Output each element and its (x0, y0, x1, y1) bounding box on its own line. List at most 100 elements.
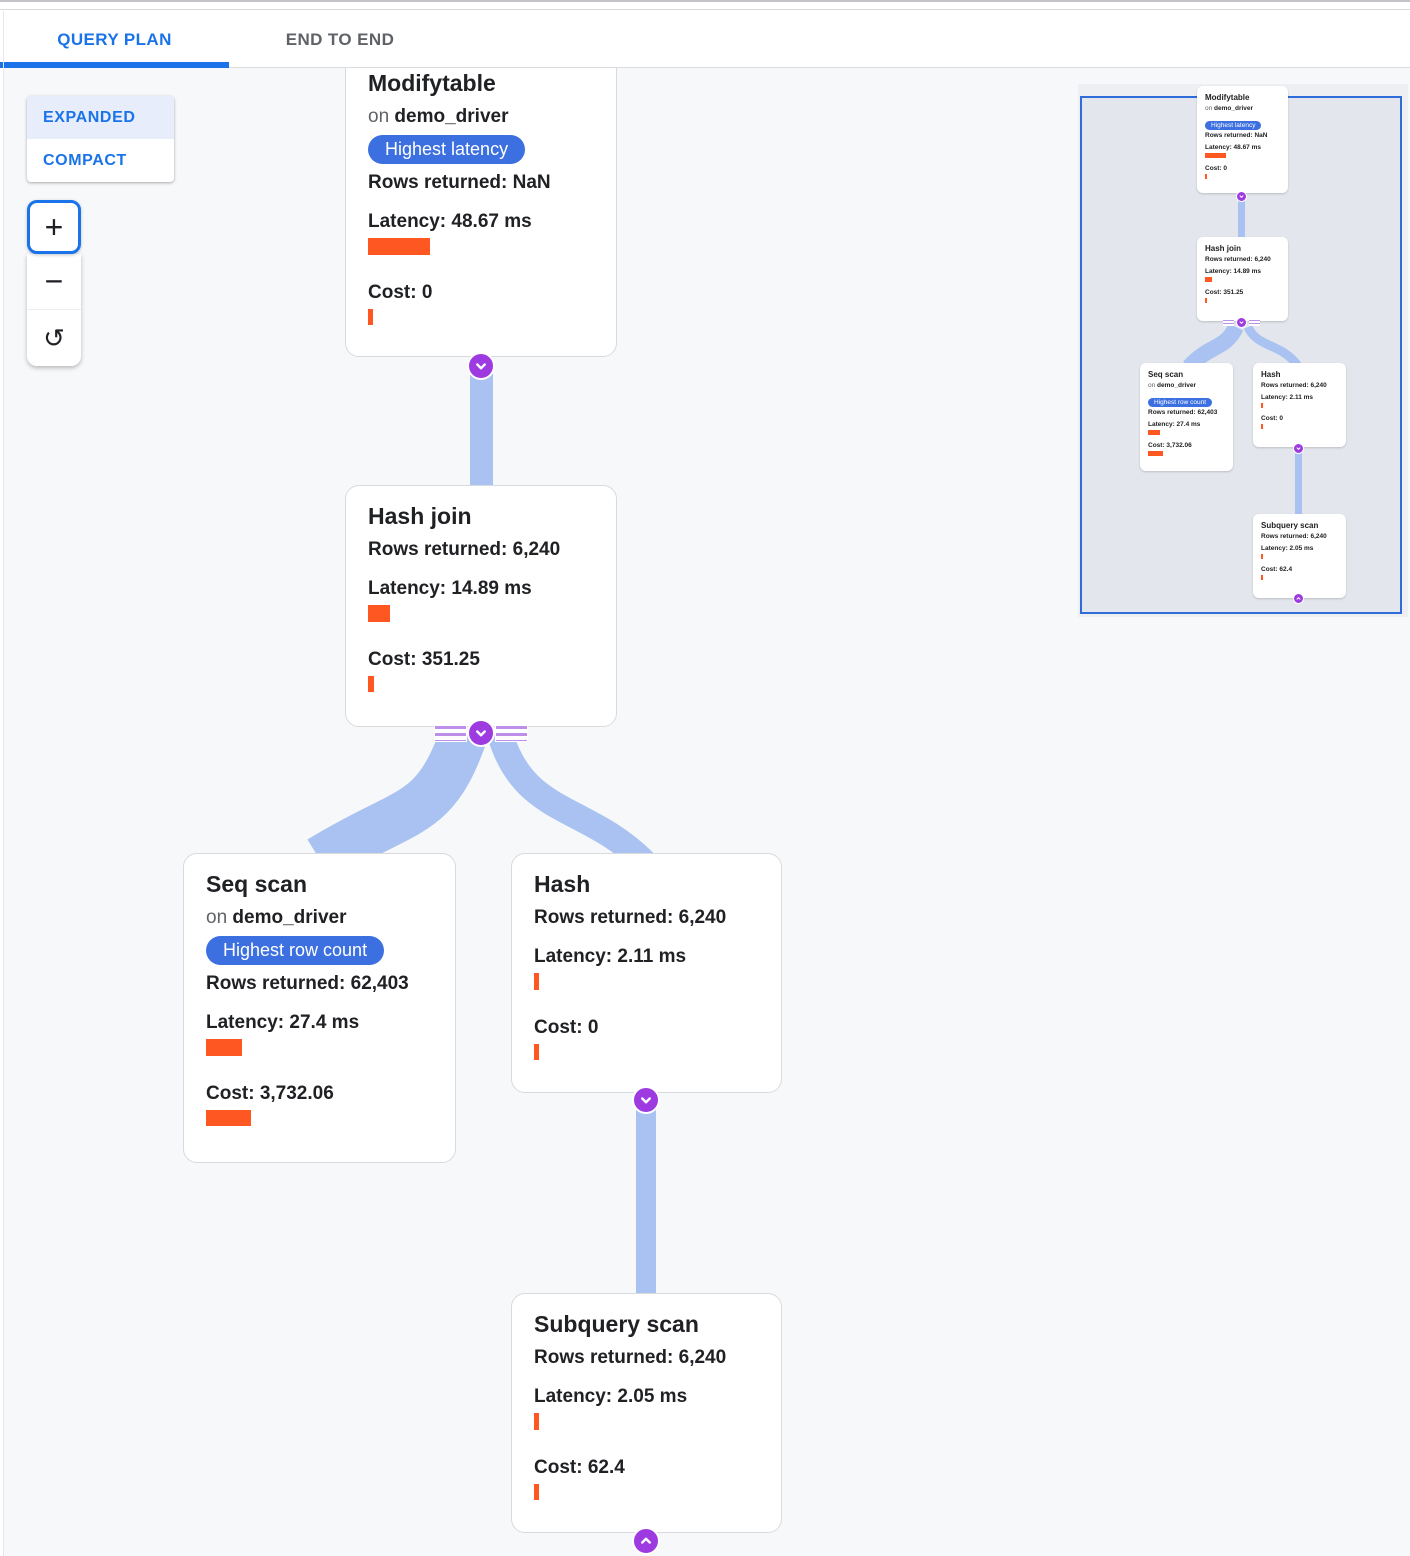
cost-bar (1148, 451, 1164, 456)
view-mode-expanded[interactable]: EXPANDED (27, 96, 174, 139)
rows-returned: Rows returned: 6,240 (534, 1347, 727, 1368)
latency: Latency: 27.4 ms (206, 1012, 360, 1033)
cost: Cost: 0 (1205, 165, 1228, 172)
minimap-node-modifytable[interactable]: Modifytable on demo_driver Highest laten… (1197, 86, 1288, 193)
node-table: on demo_driver (368, 106, 594, 128)
cost: Cost: 62.4 (534, 1457, 625, 1478)
collapse-toggle-modifytable[interactable] (467, 352, 495, 380)
edge-hashjoin-hash (487, 729, 654, 872)
minus-icon: − (44, 263, 64, 299)
cost-bar (534, 1484, 539, 1500)
node-title: Modifytable (1205, 93, 1250, 102)
latency-bar (1261, 403, 1263, 408)
minimap-collapse-stripes-left (1223, 320, 1234, 326)
node-title: Modifytable (368, 70, 496, 96)
latency: Latency: 14.89 ms (368, 578, 532, 599)
table-name: demo_driver (394, 106, 509, 127)
top-strip (0, 2, 1410, 10)
latency: Latency: 2.11 ms (1261, 394, 1314, 401)
latency-bar (368, 605, 390, 622)
node-title: Seq scan (1148, 370, 1184, 379)
zoom-in-button[interactable]: + (27, 200, 81, 254)
collapse-toggle-hash-join[interactable] (467, 719, 495, 747)
latency-bar (206, 1039, 242, 1056)
view-mode-compact[interactable]: COMPACT (43, 151, 127, 169)
edge-hash-subquery (636, 1104, 656, 1300)
node-title: Seq scan (206, 871, 307, 897)
cost: Cost: 351.25 (368, 649, 480, 670)
cost-bar (1205, 174, 1207, 179)
node-seq-scan[interactable]: Seq scan on demo_driver Highest row coun… (183, 853, 456, 1163)
node-table: on demo_driver (1148, 382, 1225, 389)
left-panel-divider (3, 11, 4, 1556)
zoom-out-button[interactable]: − (27, 254, 81, 310)
latency: Latency: 48.67 ms (368, 211, 532, 232)
minimap-node-hash[interactable]: Hash Rows returned: 6,240 Latency: 2.11 … (1253, 363, 1346, 447)
node-title: Hash join (1205, 244, 1242, 253)
zoom-reset-button[interactable]: ↺ (27, 310, 81, 366)
minimap[interactable]: Modifytable on demo_driver Highest laten… (1078, 84, 1408, 617)
node-title: Subquery scan (1261, 521, 1319, 530)
collapse-toggle-hash[interactable] (632, 1086, 660, 1114)
chevron-up-icon (1296, 597, 1301, 600)
rows-returned: Rows returned: 62,403 (206, 973, 409, 994)
node-subquery-scan[interactable]: Subquery scan Rows returned: 6,240 Laten… (511, 1293, 782, 1533)
node-hash[interactable]: Hash Rows returned: 6,240 Latency: 2.11 … (511, 853, 782, 1093)
latency: Latency: 48.67 ms (1205, 144, 1262, 151)
rows-returned: Rows returned: 62,403 (1148, 409, 1218, 416)
highlight-badge: Highest latency (368, 135, 526, 164)
tab-query-plan[interactable]: QUERY PLAN (57, 29, 172, 49)
latency: Latency: 27.4 ms (1148, 421, 1201, 428)
latency-bar (1205, 153, 1227, 158)
highlight-badge: Highest row count (1148, 398, 1213, 407)
latency-bar (368, 238, 430, 255)
latency: Latency: 2.05 ms (1261, 545, 1314, 552)
minimap-node-subquery-scan[interactable]: Subquery scan Rows returned: 6,240 Laten… (1253, 514, 1346, 598)
chevron-down-icon (1239, 321, 1244, 324)
collapse-stripes-right (495, 725, 528, 742)
plus-icon: + (44, 208, 64, 245)
cost-bar (368, 309, 373, 325)
latency-bar (534, 973, 539, 990)
latency-bar (1205, 277, 1213, 282)
on-prefix: on (1205, 105, 1213, 112)
cost: Cost: 3,732.06 (206, 1083, 334, 1104)
view-mode-toggle: EXPANDED COMPACT (27, 96, 174, 182)
collapse-stripes-left (434, 725, 467, 742)
cost: Cost: 0 (534, 1017, 599, 1038)
minimap-node-hash-join[interactable]: Hash join Rows returned: 6,240 Latency: … (1197, 237, 1288, 321)
plan-canvas[interactable]: EXPANDED COMPACT + − ↺ Modifytable on de… (4, 68, 1410, 1556)
node-title: Hash join (368, 503, 472, 529)
expand-toggle-subquery-scan[interactable] (632, 1527, 660, 1555)
rows-returned: Rows returned: 6,240 (1261, 533, 1327, 540)
node-hash-join[interactable]: Hash join Rows returned: 6,240 Latency: … (345, 485, 617, 727)
rows-returned: Rows returned: 6,240 (368, 539, 561, 560)
tab-bar: QUERY PLAN END TO END (0, 11, 1410, 68)
cost: Cost: 62.4 (1261, 566, 1293, 573)
cost-bar (206, 1110, 251, 1126)
chevron-down-icon (476, 730, 486, 737)
chevron-down-icon (641, 1097, 651, 1104)
rows-returned: Rows returned: 6,240 (534, 907, 727, 928)
latency-bar (534, 1413, 539, 1430)
latency-bar (1261, 554, 1263, 559)
node-modifytable[interactable]: Modifytable on demo_driver Highest laten… (345, 68, 617, 357)
reset-zoom-icon: ↺ (43, 322, 65, 353)
latency: Latency: 2.05 ms (534, 1386, 688, 1407)
node-title: Hash (1261, 370, 1281, 379)
latency-bar (1148, 430, 1161, 435)
minimap-collapse-toggle (1293, 443, 1304, 454)
cost: Cost: 351.25 (1205, 289, 1244, 296)
chevron-down-icon (1239, 195, 1244, 198)
latency: Latency: 14.89 ms (1205, 268, 1262, 275)
cost-bar (368, 676, 374, 692)
zoom-controls: + − ↺ (27, 200, 81, 366)
tab-end-to-end[interactable]: END TO END (285, 29, 395, 49)
table-name: demo_driver (1214, 105, 1254, 112)
cost-bar (1261, 424, 1263, 429)
rows-returned: Rows returned: 6,240 (1261, 382, 1327, 389)
on-prefix: on (1148, 382, 1156, 389)
minimap-collapse-toggle (1236, 191, 1247, 202)
minimap-node-seq-scan[interactable]: Seq scan on demo_driver Highest row coun… (1140, 363, 1233, 471)
